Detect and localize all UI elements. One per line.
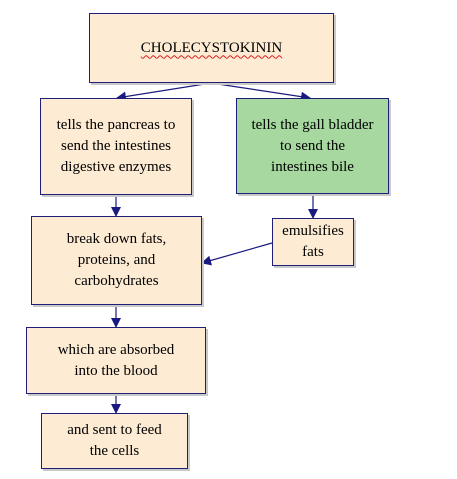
node-cholecystokinin: CHOLECYSTOKININ — [89, 13, 334, 83]
arrow-emulsifies-to-break-down — [201, 242, 273, 266]
node-gall-bladder-label: tells the gall bladder to send the intes… — [251, 116, 374, 175]
arrow-cck-to-pancreas — [116, 82, 212, 102]
node-gall-bladder: tells the gall bladder to send the intes… — [236, 98, 389, 194]
node-absorbed: which are absorbed into the blood — [26, 327, 206, 394]
node-cells-label: and sent to feed the cells — [67, 422, 162, 459]
arrow-cck-to-gall-bladder — [210, 82, 311, 102]
node-pancreas: tells the pancreas to send the intestine… — [40, 98, 192, 195]
node-pancreas-label: tells the pancreas to send the intestine… — [56, 117, 176, 175]
node-break-down: break down fats, proteins, and carbohydr… — [31, 216, 202, 305]
node-absorbed-label: which are absorbed into the blood — [57, 341, 175, 379]
node-emulsifies: emulsifies fats — [272, 218, 354, 266]
node-cells: and sent to feed the cells — [41, 413, 188, 469]
node-cholecystokinin-label: CHOLECYSTOKININ — [140, 39, 283, 56]
node-break-down-label: break down fats, proteins, and carbohydr… — [66, 231, 167, 289]
node-emulsifies-label: emulsifies fats — [282, 223, 344, 260]
